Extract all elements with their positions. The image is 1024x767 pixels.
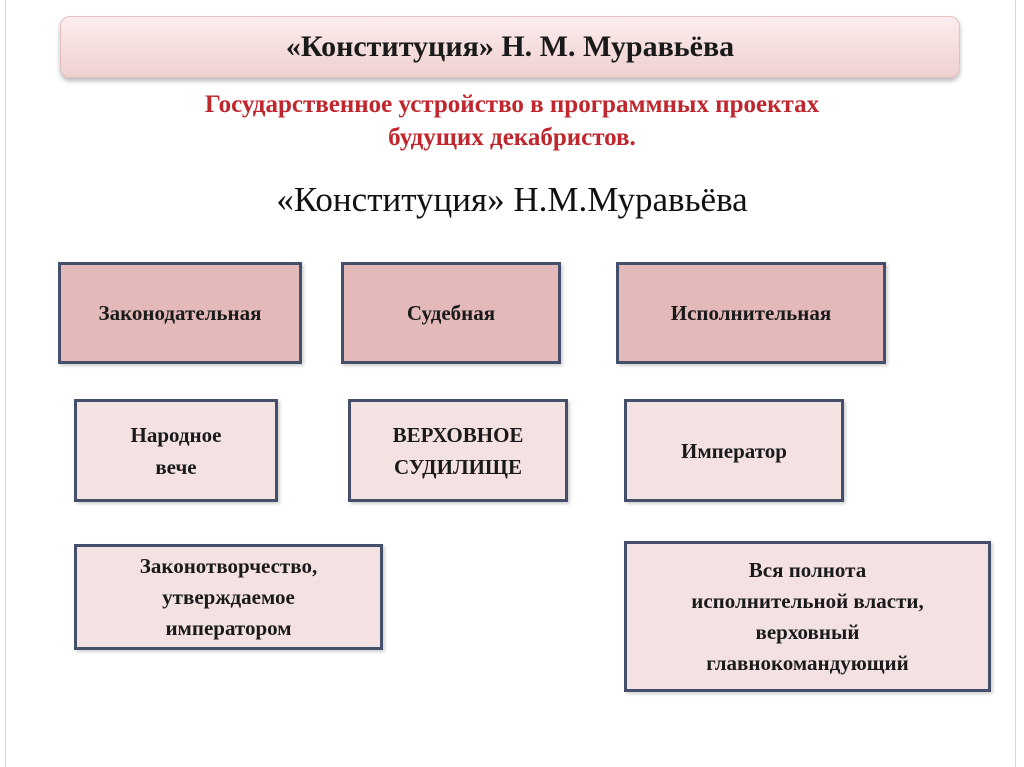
diagram-heading: «Конституция» Н.М.Муравьёва xyxy=(40,178,984,222)
slide-subtitle: Государственное устройство в программных… xyxy=(40,88,984,154)
body-executive-label: Император xyxy=(681,438,787,463)
desc-legislative-box: Законотворчество, утверждаемое император… xyxy=(74,544,383,650)
branch-legislative-box: Законодательная xyxy=(58,262,302,364)
branch-judicial-box: Судебная xyxy=(341,262,561,364)
slide-title: «Конституция» Н. М. Муравьёва xyxy=(285,30,735,63)
subtitle-text: Государственное устройство в программных… xyxy=(204,91,820,151)
branch-judicial-label: Судебная xyxy=(406,300,496,325)
body-executive-box: Император xyxy=(624,399,844,502)
frame-line-right xyxy=(1015,0,1016,767)
frame-line-left xyxy=(5,0,6,767)
desc-legislative-label: Законотворчество, утверждаемое император… xyxy=(139,553,318,640)
title-banner: «Конституция» Н. М. Муравьёва xyxy=(60,16,960,78)
body-judicial-label: ВЕРХОВНОЕ СУДИЛИЩЕ xyxy=(392,422,524,479)
heading-text: «Конституция» Н.М.Муравьёва xyxy=(276,180,748,219)
body-legislative-box: Народное вече xyxy=(74,399,278,502)
desc-executive-label: Вся полнота исполнительной власти, верхо… xyxy=(691,557,924,675)
branch-legislative-label: Законодательная xyxy=(98,300,262,325)
branch-executive-label: Исполнительная xyxy=(670,300,832,325)
desc-executive-box: Вся полнота исполнительной власти, верхо… xyxy=(624,541,991,692)
body-judicial-box: ВЕРХОВНОЕ СУДИЛИЩЕ xyxy=(348,399,568,502)
body-legislative-label: Народное вече xyxy=(130,422,222,479)
branch-executive-box: Исполнительная xyxy=(616,262,886,364)
